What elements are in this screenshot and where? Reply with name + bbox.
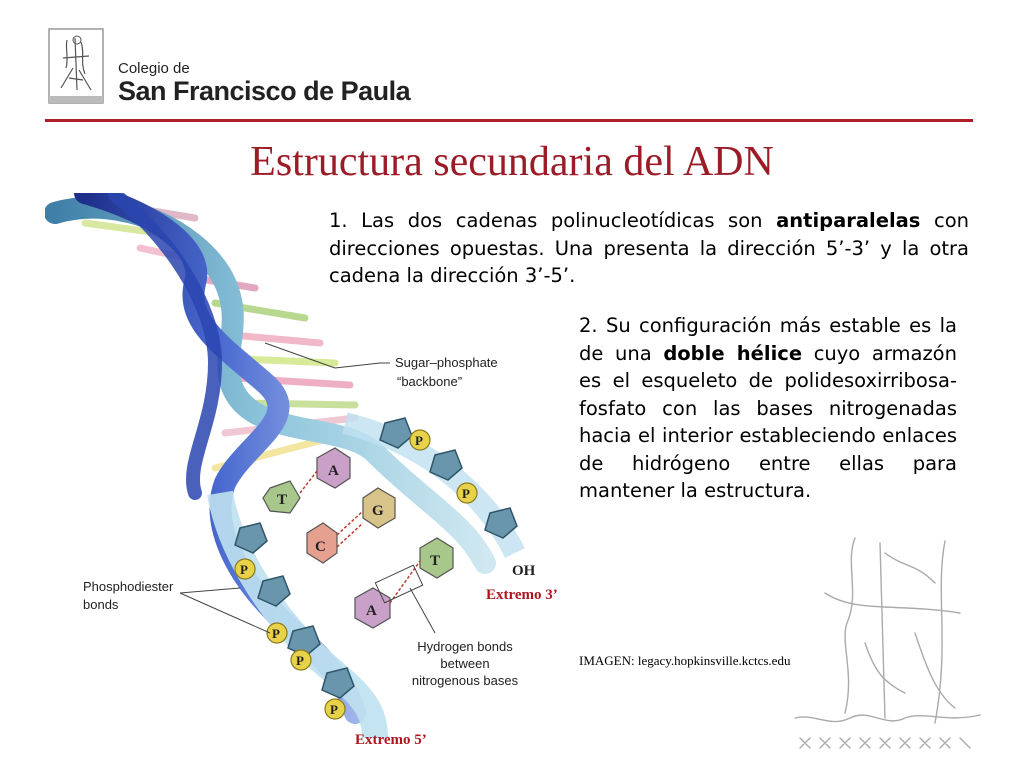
base-t2: T [430,553,440,569]
phosphate-label: P [272,626,280,641]
slide-title: Estructura secundaria del ADN [250,139,774,185]
phosphate-label: P [240,562,248,577]
phosphate-label: P [296,653,304,668]
phosphate-label: P [462,486,470,501]
hbond-label-line2: between [440,656,489,671]
para2-text-end: cuyo armazón es el esqueleto de polideso… [579,341,957,503]
header-divider [45,119,973,122]
phosphate-label: P [415,433,423,448]
base-g: G [372,503,384,519]
paragraph-antiparallel: 1. Las dos cadenas polinucleotídicas son… [329,207,969,290]
phosphodiester-label-line1: Phosphodiester [83,579,174,594]
para1-text-end: con direcciones opuestas. Una presenta l… [329,209,969,287]
para1-text-start: 1. Las dos cadenas polinucleotídicas son [329,209,777,232]
backbone-label-line1: Sugar–phosphate [395,355,498,370]
para2-text-start: 2. Su configuración más estable es la de… [579,314,957,365]
phosphate-label: P [330,702,338,717]
backbone-label-line2: “backbone” [397,374,462,389]
image-source-credit: IMAGEN: legacy.hopkinsville.kctcs.edu [579,653,791,668]
school-logo-icon [48,28,104,104]
school-name-line1: Colegio de [118,60,190,77]
hbond-label-line1: Hydrogen bonds [417,639,513,654]
school-name-line2: San Francisco de Paula [118,76,411,106]
base-t1: T [277,492,287,508]
dna-double-helix-illustration: A T G C T A P P P P P P Sugar–phosp [45,193,558,748]
hbond-label-line3: nitrogenous bases [412,673,519,688]
end-5-label: Extremo 5’ [355,732,427,748]
base-a2: A [366,603,377,619]
para2-bold-term: doble hélice [663,341,803,365]
end-3-label: Extremo 3’ [486,587,558,603]
oh-label: OH [512,563,536,579]
saint-sketch-watermark-icon [794,537,981,749]
paragraph-double-helix: 2. Su configuración más estable es la de… [579,312,957,505]
base-c: C [315,539,326,555]
base-a1: A [328,463,339,479]
para1-bold-term: antiparalelas [776,209,921,232]
phosphodiester-label-line2: bonds [83,597,119,612]
